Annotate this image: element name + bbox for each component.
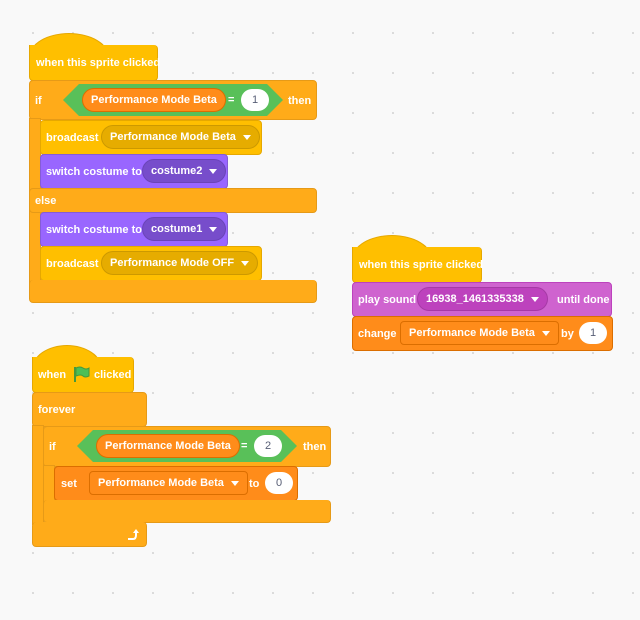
- else-row: else: [29, 188, 317, 213]
- play-sound-label: play sound: [358, 294, 417, 306]
- message-text: Performance Mode Beta: [110, 131, 236, 143]
- variable-dropdown[interactable]: Performance Mode Beta: [400, 321, 559, 345]
- else-label: else: [35, 195, 57, 207]
- sound-text: 16938_1461335338: [426, 293, 524, 305]
- broadcast-message-dropdown[interactable]: Performance Mode OFF: [101, 251, 259, 275]
- hat-label: when this sprite clicked: [36, 57, 161, 69]
- clicked-label: clicked: [94, 369, 132, 381]
- sound-dropdown[interactable]: 16938_1461335338: [417, 287, 548, 311]
- when-label: when: [38, 369, 67, 381]
- to-label: to: [249, 478, 260, 490]
- message-text: Performance Mode OFF: [110, 257, 235, 269]
- when-sprite-clicked-block[interactable]: when this sprite clicked: [29, 45, 161, 81]
- forever-block[interactable]: forever: [32, 392, 147, 427]
- if-else-bottom: [29, 280, 317, 303]
- if-label: if: [49, 441, 56, 453]
- broadcast-label: broadcast: [46, 132, 99, 144]
- change-value-input[interactable]: 1: [579, 322, 607, 344]
- variable-reporter[interactable]: Performance Mode Beta: [82, 88, 226, 112]
- variable-reporter[interactable]: Performance Mode Beta: [96, 434, 240, 458]
- switch-costume-label: switch costume to: [46, 224, 142, 236]
- value-input[interactable]: 1: [241, 89, 269, 111]
- broadcast-label: broadcast: [46, 258, 99, 270]
- variable-text: Performance Mode Beta: [409, 327, 535, 339]
- switch-costume-label: switch costume to: [46, 166, 142, 178]
- set-value-input[interactable]: 0: [265, 472, 293, 494]
- forever-bottom: [32, 522, 147, 547]
- costume-dropdown[interactable]: costume2: [142, 159, 227, 183]
- set-label: set: [61, 478, 77, 490]
- by-label: by: [561, 328, 574, 340]
- costume-text: costume1: [151, 223, 203, 235]
- broadcast-message-dropdown[interactable]: Performance Mode Beta: [101, 125, 260, 149]
- then-label: then: [303, 441, 327, 453]
- when-sprite-clicked-block[interactable]: when this sprite clicked: [352, 247, 484, 283]
- costume-text: costume2: [151, 165, 203, 177]
- hat-label: when this sprite clicked: [359, 259, 484, 271]
- equals-sign: =: [228, 94, 235, 106]
- costume-dropdown[interactable]: costume1: [142, 217, 227, 241]
- loop-arrow-icon: [128, 529, 139, 540]
- when-flag-clicked-block[interactable]: when clicked: [32, 357, 134, 393]
- variable-text: Performance Mode Beta: [98, 477, 224, 489]
- value-input[interactable]: 2: [254, 435, 282, 457]
- forever-label: forever: [38, 404, 76, 416]
- if-bottom: [43, 500, 331, 523]
- variable-dropdown[interactable]: Performance Mode Beta: [89, 471, 248, 495]
- if-label: if: [35, 95, 42, 107]
- until-done-label: until done: [557, 294, 610, 306]
- then-label: then: [288, 95, 312, 107]
- change-label: change: [358, 328, 397, 340]
- equals-sign: =: [241, 440, 248, 452]
- green-flag-icon: [74, 366, 90, 382]
